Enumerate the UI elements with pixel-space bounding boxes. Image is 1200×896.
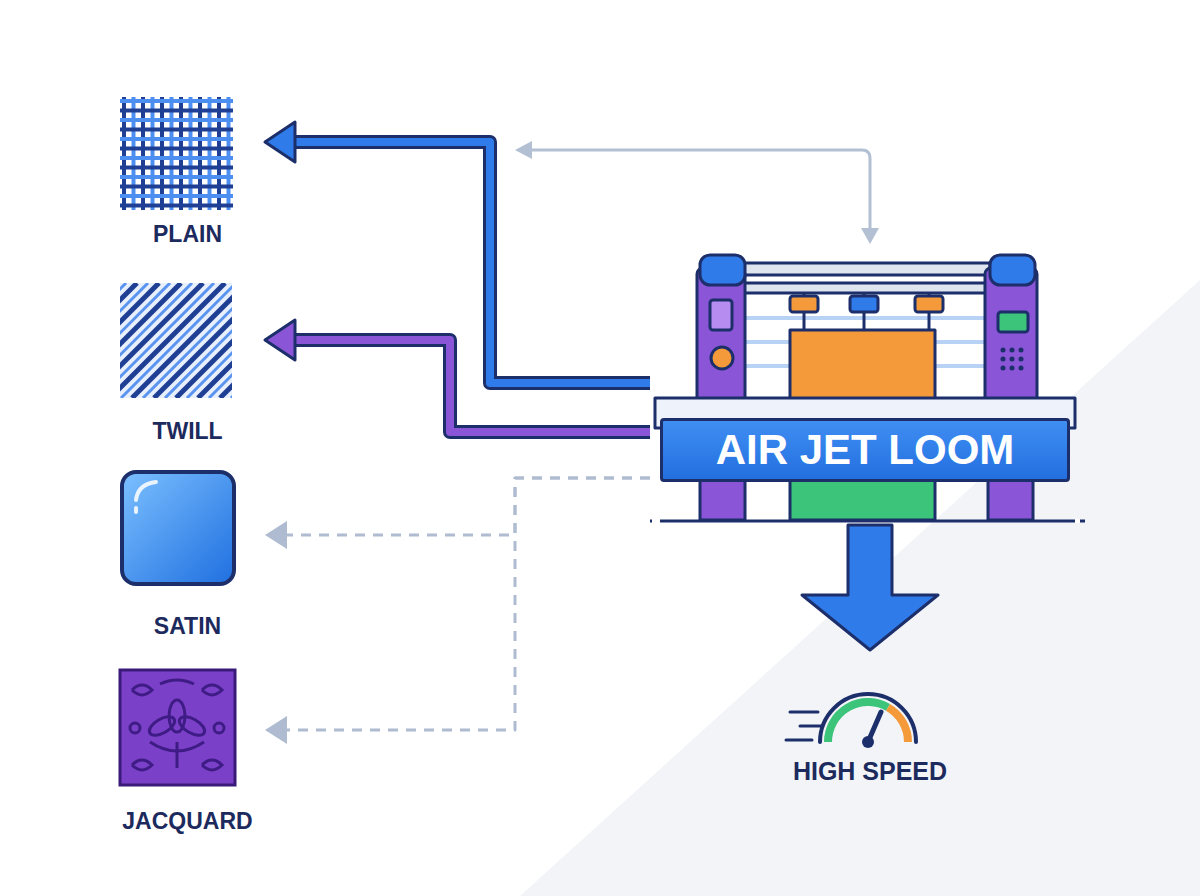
connector-arrow [802,525,938,650]
background-shade [520,280,1200,896]
connector-arrow [265,320,650,432]
jacquard-weave-icon [120,670,235,785]
node-label: PLAIN [153,220,222,248]
node-label: TWILL [152,417,222,445]
weave-node: SATIN [110,468,265,640]
weave-node: PLAIN [110,90,265,250]
plain-weave-icon [120,97,233,210]
machine-banner: AIR JET LOOM [660,418,1070,482]
loom-illustration [650,255,1085,521]
satin-weave-icon [122,472,234,584]
feedback-arrow [515,141,879,244]
node-label: JACQUARD [122,807,252,835]
connector-arrow [265,478,650,744]
connector-arrow [265,478,650,549]
speedometer-icon [786,694,916,748]
speed-node: HIGH SPEED [755,650,985,795]
loom-node: AIR JET LOOM [650,248,1080,525]
twill-weave-icon [120,283,232,398]
weave-node: TWILL [110,280,265,445]
weave-node: JACQUARD [110,665,265,835]
node-label: SATIN [154,612,221,640]
node-label: HIGH SPEED [793,757,947,785]
